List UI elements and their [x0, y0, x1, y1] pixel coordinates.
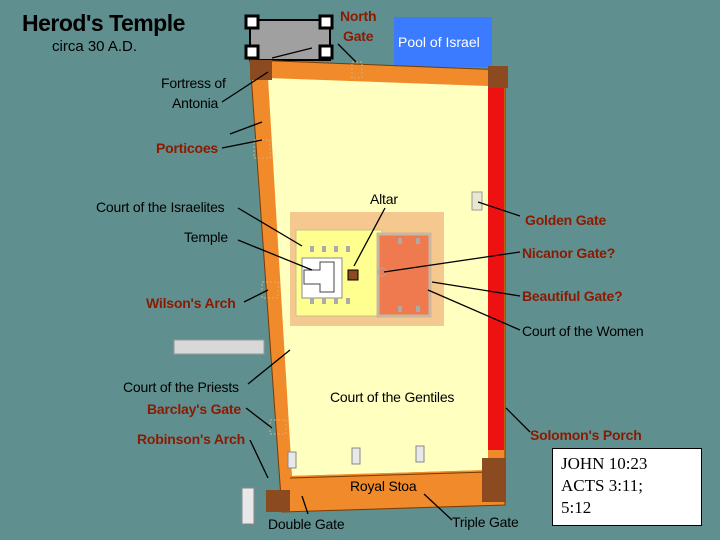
- label-north-gate-1: North: [340, 8, 377, 24]
- label-fortress-1: Fortress of: [161, 75, 226, 91]
- reference-line-3: 5:12: [561, 498, 592, 517]
- wilsons-arch-bridge: [173, 339, 265, 355]
- scripture-reference-box: JOHN 10:23 ACTS 3:11; 5:12: [552, 448, 702, 526]
- label-court-of-women: Court of the Women: [522, 323, 644, 339]
- label-double-gate: Double Gate: [268, 516, 345, 532]
- reference-line-1: JOHN 10:23: [561, 454, 648, 473]
- label-north-gate-2: Gate: [343, 28, 374, 44]
- label-solomons-porch: Solomon's Porch: [530, 427, 642, 443]
- label-triple-gate: Triple Gate: [452, 514, 519, 530]
- reference-line-2: ACTS 3:11;: [561, 476, 644, 495]
- diagram-title: Herod's Temple: [22, 10, 185, 36]
- label-golden-gate: Golden Gate: [525, 212, 607, 228]
- solomons-porch-strip: [488, 88, 504, 450]
- royal-stoa-band: [288, 470, 488, 508]
- diagram-subtitle: circa 30 A.D.: [52, 38, 138, 55]
- label-court-of-israelites: Court of the Israelites: [96, 199, 225, 215]
- label-court-of-gentiles: Court of the Gentiles: [330, 389, 455, 405]
- label-temple: Temple: [184, 229, 228, 245]
- court-of-the-women-area: [376, 232, 432, 318]
- label-wilsons-arch: Wilson's Arch: [146, 295, 236, 311]
- label-pool-of-israel: Pool of Israel: [398, 34, 480, 50]
- label-royal-stoa: Royal Stoa: [350, 478, 417, 494]
- label-fortress-2: Antonia: [172, 95, 219, 111]
- label-barclays-gate: Barclay's Gate: [147, 401, 241, 417]
- pool-of-israel-area: [394, 17, 492, 67]
- label-nicanor-gate: Nicanor Gate?: [522, 245, 616, 261]
- label-beautiful-gate: Beautiful Gate?: [522, 288, 623, 304]
- label-robinsons-arch: Robinson's Arch: [137, 431, 245, 447]
- label-altar: Altar: [370, 191, 398, 207]
- label-court-of-priests: Court of the Priests: [123, 379, 239, 395]
- altar-block: [347, 269, 359, 281]
- label-porticoes: Porticoes: [156, 140, 218, 156]
